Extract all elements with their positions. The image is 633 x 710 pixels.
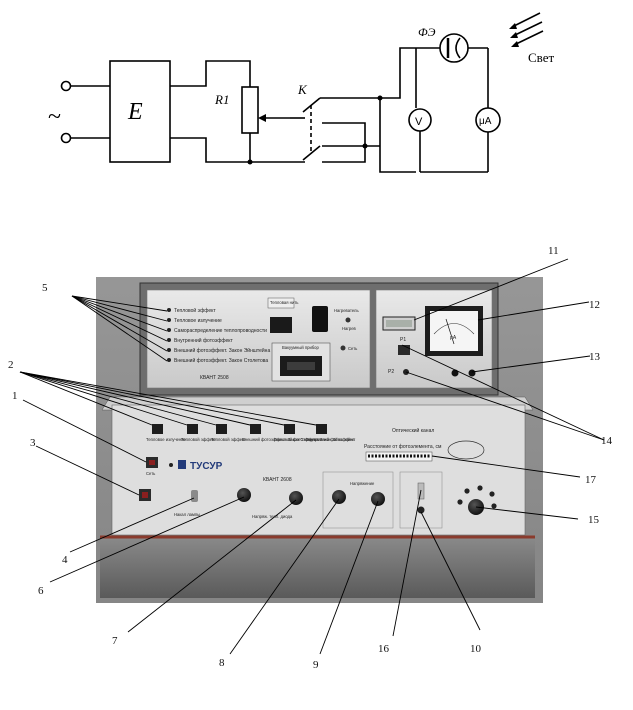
microammeter-label: μA xyxy=(479,116,492,127)
brand-label: ТУСУР xyxy=(190,461,223,472)
mode-button-5[interactable] xyxy=(284,424,295,434)
meter-unit-label: μA xyxy=(450,335,457,341)
callout-10: 10 xyxy=(470,643,482,655)
small-knob[interactable] xyxy=(417,506,425,514)
callout-17: 17 xyxy=(585,474,597,486)
mode-buttons: Тепловое излучение Тепловой эффект Тепло… xyxy=(146,424,355,442)
mode-label-4: Внешний фотоэффект. Закон Столетова xyxy=(242,437,322,442)
top-item-2: Тепловое излучение xyxy=(174,318,222,324)
toggle-switch[interactable] xyxy=(191,490,198,502)
indicator-left-label: Тепловая нить xyxy=(270,300,299,305)
callout-4: 4 xyxy=(62,554,68,566)
mode-label-3: Тепловой эффект xyxy=(211,437,246,442)
knob-label-2: Напряж. тепл. диода xyxy=(252,514,293,519)
power-indicator-label: Сеть xyxy=(348,346,358,351)
mode-label-1: Тепловое излучение xyxy=(146,437,187,442)
callout-11: 11 xyxy=(548,245,559,257)
top-item-4: Внутренний фотоэффект xyxy=(174,337,234,344)
top-item-1: Тепловой эффект xyxy=(174,307,216,314)
resistor-label: R1 xyxy=(214,92,229,107)
input-terminal-bottom xyxy=(60,132,72,144)
knob-lamp[interactable] xyxy=(237,488,251,502)
mode-button-4[interactable] xyxy=(250,424,261,434)
callout-9: 9 xyxy=(313,659,319,671)
power-switch-label: Сеть xyxy=(146,471,156,476)
callout-3: 3 xyxy=(30,437,36,449)
top-item-6: Внешний фотоэффект. Закон Столетова xyxy=(174,357,268,364)
knob-diode[interactable] xyxy=(289,491,303,505)
callout-15: 15 xyxy=(588,514,600,526)
callout-8: 8 xyxy=(219,657,225,669)
photocell-label: ФЭ xyxy=(418,25,436,39)
bottom-model-label: КВАНТ 2608 xyxy=(263,477,292,483)
mode-label-2: Тепловой эффект xyxy=(181,437,216,442)
mode-button-1[interactable] xyxy=(152,424,163,434)
callout-2: 2 xyxy=(8,359,14,371)
resistor-r1 xyxy=(241,86,259,134)
knob-label-3: Напряжение xyxy=(350,481,375,486)
callout-16: 16 xyxy=(378,643,390,655)
top-panel-mode-list: Тепловой эффект Тепловое излучение Самор… xyxy=(167,307,270,364)
input-terminal-top xyxy=(60,80,72,92)
top-item-3: Самораспределение теплопроводности xyxy=(174,328,267,334)
meter-p1-label: P1 xyxy=(400,337,406,343)
callout-12: 12 xyxy=(589,299,600,311)
top-model-label: КВАНТ 2508 xyxy=(200,375,229,381)
circuit-diagram xyxy=(60,12,544,173)
mode-label-6: Внутренний фотоэффект xyxy=(306,437,355,442)
knob-label-1: Накал лампы xyxy=(174,512,200,517)
device-photo: Тепловой эффект Тепловое излучение Самор… xyxy=(96,277,543,603)
power-supply-box xyxy=(109,60,171,163)
callout-6: 6 xyxy=(38,585,44,597)
mode-button-2[interactable] xyxy=(187,424,198,434)
callout-numbers: 1 2 3 4 5 6 7 8 9 10 11 12 13 14 15 16 1… xyxy=(8,245,613,671)
callout-7: 7 xyxy=(112,635,118,647)
callout-13: 13 xyxy=(589,351,601,363)
meter-p2-label: P2 xyxy=(388,369,394,375)
distance-scale-label: Расстояние от фотоэлемента, см xyxy=(364,444,442,450)
ac-source-symbol: ~ xyxy=(48,104,61,130)
mode-label-5: Внешний фотоэффект. Закон Эйнштейна xyxy=(274,437,355,442)
mode-button-6[interactable] xyxy=(316,424,327,434)
optical-channel-label: Оптический канал xyxy=(392,427,434,434)
mode-button-3[interactable] xyxy=(216,424,227,434)
power-supply-label: E xyxy=(127,99,143,125)
knob-voltage-1[interactable] xyxy=(332,490,346,504)
indicator-right-label: Нагреватель xyxy=(334,308,359,313)
photocell xyxy=(439,33,469,63)
callout-leaders xyxy=(19,258,605,655)
switch-label: K xyxy=(297,82,308,97)
voltmeter-label: V xyxy=(415,116,423,128)
vacuum-label: Вакуумный прибор xyxy=(282,345,320,350)
callout-14: 14 xyxy=(601,435,613,447)
knob-voltage-2[interactable] xyxy=(371,492,385,506)
light-label: Свет xyxy=(528,50,555,65)
indicator-lamp-label: Нагрев xyxy=(342,326,357,331)
callout-1: 1 xyxy=(12,390,18,402)
distance-scale xyxy=(365,451,433,462)
callout-5: 5 xyxy=(42,282,48,294)
top-item-5: Внешний фотоэффект. Закон Эйнштейна xyxy=(174,347,270,354)
